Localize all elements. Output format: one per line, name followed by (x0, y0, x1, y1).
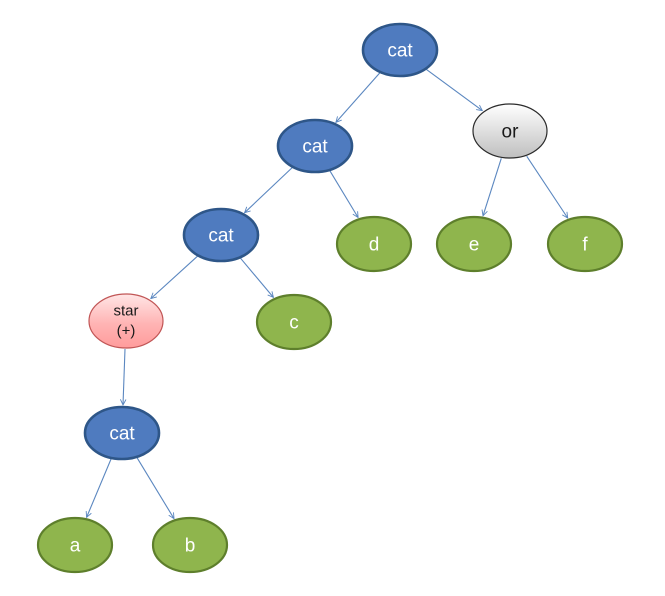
node-f: f (546, 215, 624, 273)
node-star-label-2: (+) (117, 323, 136, 340)
node-cat3-label: cat (208, 226, 234, 247)
node-c: c (255, 293, 333, 351)
node-cat4-shape (83, 405, 161, 461)
edge-cat2-to-cat3 (245, 167, 293, 213)
edge-or-to-e (483, 158, 502, 216)
node-star-shape (88, 293, 164, 349)
node-b-label: b (185, 536, 196, 557)
node-or-shape (472, 103, 548, 159)
node-cat2-label: cat (302, 137, 328, 158)
edge-star-to-cat4 (123, 348, 125, 405)
node-root-shape (361, 22, 439, 78)
node-a: a (36, 516, 114, 574)
node-d-label: d (369, 235, 380, 256)
node-cat2: cat (276, 118, 354, 174)
edge-or-to-f (526, 155, 568, 218)
node-a-label: a (70, 536, 81, 557)
node-or: or (472, 103, 548, 159)
edge-root-to-or (426, 68, 482, 110)
node-cat4-label: cat (109, 424, 135, 445)
node-cat2-shape (276, 118, 354, 174)
node-c-label: c (289, 313, 299, 334)
node-c-shape (255, 293, 333, 351)
node-root: cat (361, 22, 439, 78)
node-e: e (435, 215, 513, 273)
node-f-shape (546, 215, 624, 273)
edges-layer (87, 68, 568, 519)
edge-cat4-to-b (136, 457, 174, 519)
edge-cat3-to-c (240, 257, 274, 297)
node-b: b (151, 516, 229, 574)
node-e-label: e (469, 235, 480, 256)
node-b-shape (151, 516, 229, 574)
nodes-layer: cat cat or cat d e f star (+) c cat a b (36, 22, 624, 574)
node-root-label: cat (387, 41, 413, 62)
node-star: star (+) (88, 293, 164, 349)
node-or-label: or (502, 122, 520, 143)
edge-cat4-to-a (87, 458, 112, 517)
node-cat4: cat (83, 405, 161, 461)
node-d: d (335, 215, 413, 273)
node-d-shape (335, 215, 413, 273)
node-cat3: cat (182, 207, 260, 263)
node-e-shape (435, 215, 513, 273)
edge-cat2-to-d (329, 170, 358, 218)
edge-root-to-cat2 (336, 72, 381, 123)
node-star-label: star (113, 303, 138, 320)
node-cat3-shape (182, 207, 260, 263)
node-a-shape (36, 516, 114, 574)
node-f-label: f (582, 235, 588, 256)
edge-cat3-to-star (151, 255, 198, 298)
